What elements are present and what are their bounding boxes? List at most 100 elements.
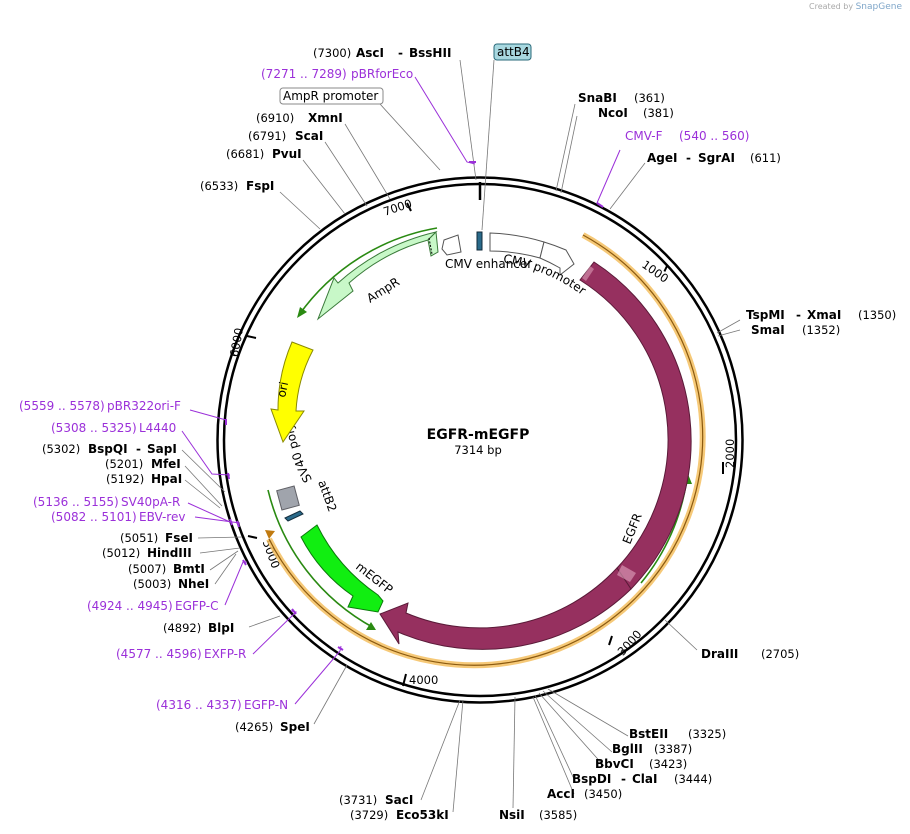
enzyme-name-fseI: FseI <box>165 531 193 545</box>
ori-feature[interactable] <box>270 341 314 444</box>
enzyme-pos-bmtI: (5007) <box>128 562 166 576</box>
ampr-guide <box>298 227 438 316</box>
enzyme-name-hindIII: HindIII <box>147 546 192 560</box>
tick-label-2000: 2000 <box>723 439 737 468</box>
egfr-feature[interactable] <box>379 261 692 650</box>
primer-name-EBV-rev: EBV-rev <box>139 510 185 524</box>
enzyme-pos-eco53kI: (3729) <box>350 808 388 822</box>
ampr-promoter-tag[interactable]: AmpR promoter <box>279 87 384 105</box>
enzyme-pos-bglII: (3387) <box>654 742 692 756</box>
enzyme-pos-ncoI: (381) <box>643 106 674 120</box>
enzyme-pos-mfeI: (5201) <box>105 457 143 471</box>
enzyme-name-bglII: BglII <box>612 742 643 756</box>
enzyme-pos-smaI: (1352) <box>802 323 840 337</box>
attb2-feature[interactable] <box>276 485 304 522</box>
primer-labels: (7271 .. 7289) pBRforEco CMV-F (540 .. 5… <box>19 67 749 712</box>
enzyme-pos-nheI: (5003) <box>133 577 171 591</box>
enzyme-name-nsiI: NsiI <box>499 808 525 822</box>
enzyme-name-bstEII: BstEII <box>629 727 668 741</box>
primer-name-CMV-F: CMV-F <box>625 129 663 143</box>
enzyme-pos-bbvCI: (3423) <box>649 757 687 771</box>
enzyme-sep-bspQI: - <box>136 442 141 456</box>
primer-name-pBR322ori-F: pBR322ori-F <box>107 399 181 413</box>
enzyme-pos-fseI: (5051) <box>120 531 158 545</box>
ampr-promoter-label: AmpR promoter <box>283 89 378 103</box>
enzyme-name-eco53kI: Eco53kI <box>396 808 449 822</box>
enzyme-pos-pvuI: (6681) <box>226 147 264 161</box>
enzyme-pos-speI: (4265) <box>235 720 273 734</box>
tick-1000 <box>663 265 668 272</box>
plasmid-name: EGFR-mEGFP <box>427 427 530 443</box>
enzyme-sep-ageI: - <box>686 151 691 165</box>
tick-label-6000: 6000 <box>227 327 246 358</box>
enzyme-pos-bspDI: (3444) <box>674 772 712 786</box>
enzyme-name-bbvCI: BbvCI <box>595 757 634 771</box>
attb4-feature[interactable] <box>476 231 483 251</box>
primer-name-EGFP-C: EGFP-C <box>175 599 218 613</box>
primer-name-pBRforEco: pBRforEco <box>351 67 413 81</box>
enzyme-name-bspDI: BspDI <box>572 772 611 786</box>
enzyme-name-hpaI: HpaI <box>151 472 182 486</box>
enzyme-name-nheI: NheI <box>178 577 209 591</box>
enzyme-sep-bspDI: - <box>621 772 626 786</box>
attb2-label: attB2 <box>315 478 339 513</box>
enzyme-name-pvuI: PvuI <box>272 147 302 161</box>
enzyme-name-bmtI: BmtI <box>173 562 205 576</box>
enzyme-pos-xmnI: (6910) <box>256 111 294 125</box>
tick-7000 <box>406 202 412 212</box>
enzyme-name-mfeI: MfeI <box>151 457 181 471</box>
credit-prefix: Created by <box>809 2 854 11</box>
enzyme-pos-scaI: (6791) <box>248 129 286 143</box>
megfp-feature[interactable] <box>300 524 384 613</box>
primer-range-EBV-rev: (5082 .. 5101) <box>51 510 137 524</box>
tick-label-3000: 3000 <box>615 627 645 658</box>
enzyme-name2-bspQI: SapI <box>147 442 177 456</box>
enzyme-name-ncoI: NcoI <box>598 106 628 120</box>
orf-arrowhead <box>265 530 275 539</box>
cmv-feature[interactable] <box>489 232 575 277</box>
orf-highlight <box>265 232 706 669</box>
enzyme-pos-tspMI: (1350) <box>858 308 896 322</box>
enzyme-pos-ageI: (611) <box>750 151 781 165</box>
enzyme-pos-hpaI: (5192) <box>106 472 144 486</box>
enzyme-name-fspI: FspI <box>246 179 274 193</box>
primer-range-CMV-F: (540 .. 560) <box>679 129 749 143</box>
enzyme-name-tspMI: TspMI <box>746 308 785 322</box>
tick-marks <box>246 202 724 687</box>
enzyme-name2-ascI: BssHII <box>409 46 451 60</box>
enzyme-leaders <box>181 59 741 813</box>
enzyme-name2-ageI: SgrAI <box>698 151 735 165</box>
primer-range-L4440: (5308 .. 5325) <box>51 421 137 435</box>
attb4-tag[interactable]: attB4 <box>493 43 532 61</box>
enzyme-name2-bspDI: ClaI <box>632 772 657 786</box>
tick-label-4000: 4000 <box>409 673 438 687</box>
primer-range-EGFP-C: (4924 .. 4945) <box>87 599 173 613</box>
enzyme-pos-blpI: (4892) <box>163 621 201 635</box>
ori-label: ori <box>274 380 291 398</box>
attb4-label: attB4 <box>497 45 530 59</box>
enzyme-name-accI: AccI <box>547 787 575 801</box>
enzyme-pos-hindIII: (5012) <box>102 546 140 560</box>
tick-6000 <box>246 335 257 339</box>
ampr-feature[interactable] <box>316 230 439 321</box>
primer-name-L4440: L4440 <box>139 421 176 435</box>
enzyme-pos-sacI: (3731) <box>339 793 377 807</box>
primer-name-SV40pA-R: SV40pA-R <box>121 495 180 509</box>
enzyme-name-bspQI: BspQI <box>88 442 128 456</box>
enzyme-pos-snaBI: (361) <box>634 91 665 105</box>
tick-4000 <box>402 673 407 687</box>
enzyme-name-sacI: SacI <box>385 793 413 807</box>
enzyme-pos-draIII: (2705) <box>761 647 799 661</box>
enzyme-name-xmnI: XmnI <box>308 111 343 125</box>
primer-range-pBR322ori-F: (5559 .. 5578) <box>19 399 105 413</box>
enzyme-sep-tspMI: - <box>796 308 801 322</box>
primer-name-EGFP-N: EGFP-N <box>244 698 288 712</box>
plasmid-size: 7314 bp <box>454 443 502 457</box>
ampr-promoter-arrow[interactable] <box>441 234 462 256</box>
enzyme-name-blpI: BlpI <box>208 621 234 635</box>
ampr-label: AmpR <box>364 275 402 306</box>
enzyme-name-smaI: SmaI <box>751 323 785 337</box>
primer-range-SV40pA-R: (5136 .. 5155) <box>33 495 119 509</box>
enzyme-pos-bspQI: (5302) <box>42 442 80 456</box>
